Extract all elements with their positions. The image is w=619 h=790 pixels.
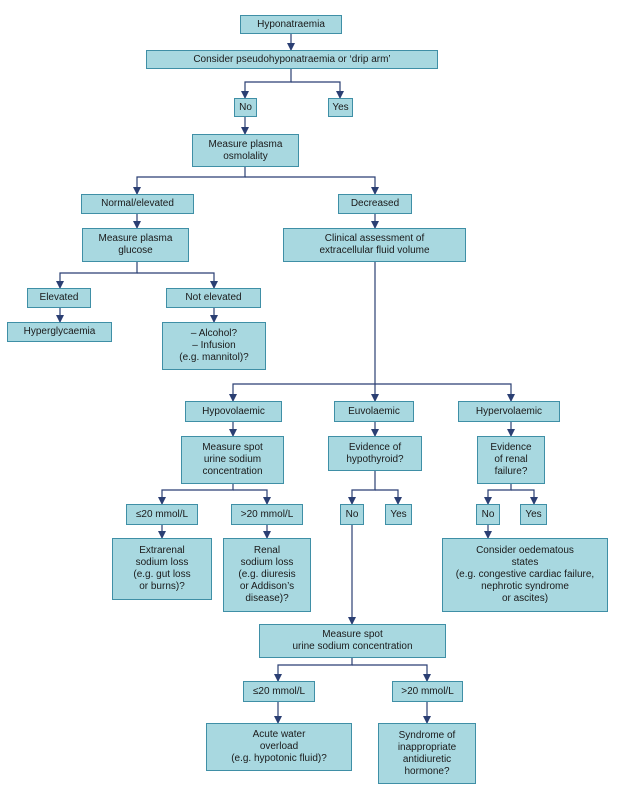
node-yes-renal: Yes [520, 504, 547, 525]
node-ecf-assessment: Clinical assessment of extracellular flu… [283, 228, 466, 262]
node-no-hypothyroid: No [340, 504, 364, 525]
node-evidence-hypothyroid: Evidence of hypothyroid? [328, 436, 422, 471]
link-spot1-gt20 [233, 489, 271, 505]
node-yes-hypothyroid: Yes [385, 504, 412, 525]
node-alcohol-infusion: – Alcohol? – Infusion (e.g. mannitol)? [162, 322, 266, 370]
node-hypervolaemic: Hypervolaemic [458, 401, 560, 422]
link-renal-no [484, 484, 512, 505]
link-renal-yes [511, 489, 538, 505]
node-gt20-mmol-2: >20 mmol/L [392, 681, 463, 702]
link-osm-normal [133, 167, 246, 195]
node-hyponatraemia: Hyponatraemia [240, 15, 342, 34]
link-hypothyroid-yes [375, 489, 402, 505]
node-siadh: Syndrome of inappropriate antidiuretic h… [378, 723, 476, 784]
node-measure-glucose: Measure plasma glucose [82, 228, 189, 262]
node-elevated: Elevated [27, 288, 91, 308]
node-yes-pseudo: Yes [328, 98, 353, 117]
link-ecf-hypovolaemic [229, 262, 376, 402]
node-renal-sodium-loss: Renal sodium loss (e.g. diuresis or Addi… [223, 538, 311, 612]
node-measure-spot-sodium-1: Measure spot urine sodium concentration [181, 436, 284, 484]
node-no-renal: No [476, 504, 500, 525]
node-acute-water-overload: Acute water overload (e.g. hypotonic flu… [206, 723, 352, 771]
link-glucose-elevated [56, 262, 138, 289]
link-spot1-le20 [158, 484, 234, 505]
node-hyperglycaemia: Hyperglycaemia [7, 322, 112, 342]
link-glucose-notelevated [137, 272, 218, 289]
link-spot2-gt20 [352, 664, 431, 682]
node-evidence-renal-failure: Evidence of renal failure? [477, 436, 545, 484]
link-hypothyroid-no [348, 471, 376, 505]
node-not-elevated: Not elevated [166, 288, 261, 308]
node-normal-elevated: Normal/elevated [81, 194, 194, 214]
link-osm-decreased [245, 176, 379, 195]
node-no-pseudo: No [234, 98, 257, 117]
node-le20-mmol-2: ≤20 mmol/L [243, 681, 315, 702]
node-gt20-mmol-1: >20 mmol/L [231, 504, 303, 525]
node-consider-pseudohyponatraemia: Consider pseudohyponatraemia or ‘drip ar… [146, 50, 438, 69]
node-measure-osmolality: Measure plasma osmolality [192, 134, 299, 167]
node-extrarenal-sodium-loss: Extrarenal sodium loss (e.g. gut loss or… [112, 538, 212, 600]
link-pseudo-no [241, 69, 292, 99]
node-decreased: Decreased [338, 194, 412, 214]
node-hypovolaemic: Hypovolaemic [185, 401, 282, 422]
node-oedematous-states: Consider oedematous states (e.g. congest… [442, 538, 608, 612]
node-euvolaemic: Euvolaemic [334, 401, 414, 422]
link-ecf-hypervolaemic [375, 383, 515, 402]
node-le20-mmol-1: ≤20 mmol/L [126, 504, 198, 525]
node-measure-spot-sodium-2: Measure spot urine sodium concentration [259, 624, 446, 658]
link-spot2-le20 [274, 658, 353, 682]
link-pseudo-yes [291, 81, 344, 99]
